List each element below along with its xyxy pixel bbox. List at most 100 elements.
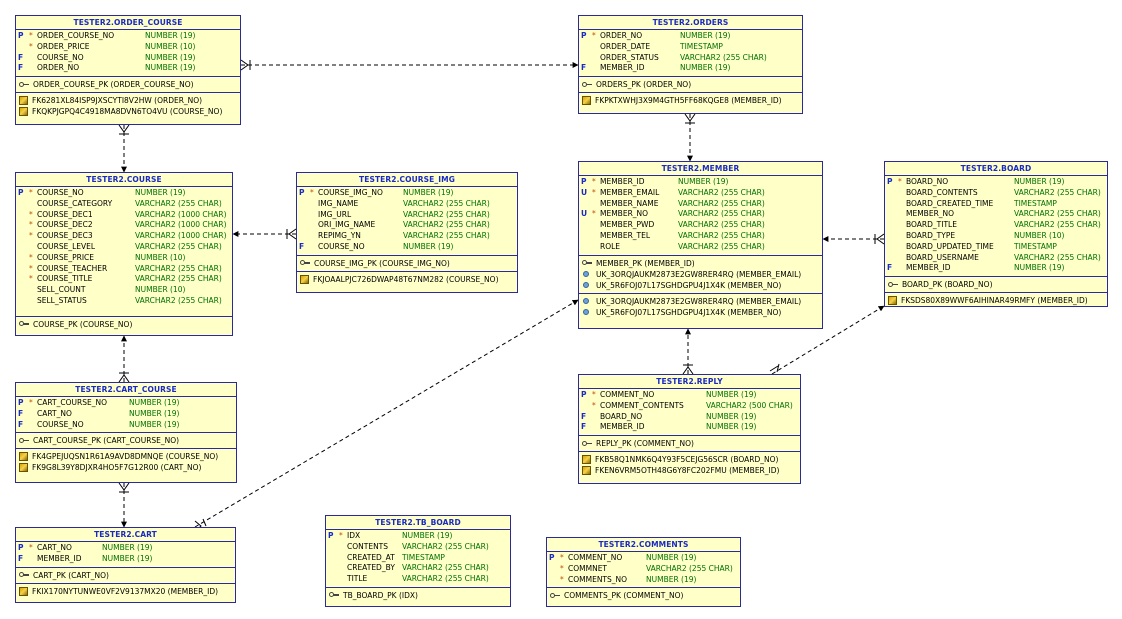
pk-row[interactable]: CART_COURSE_PK (CART_COURSE_NO) xyxy=(16,435,236,446)
pk-section: CART_COURSE_PK (CART_COURSE_NO) xyxy=(16,433,236,448)
column-flag xyxy=(16,220,29,231)
pk-row[interactable]: TB_BOARD_PK (IDX) xyxy=(326,590,510,601)
pk-row[interactable]: COURSE_PK (COURSE_NO) xyxy=(16,319,232,330)
pk-row[interactable]: MEMBER_PK (MEMBER_ID) xyxy=(579,258,822,269)
index-row[interactable]: UK_5R6FOJ07L17SGHDGPU4J1X4K (MEMBER_NO) xyxy=(579,307,822,318)
column-required: * xyxy=(592,209,596,219)
fk-row[interactable]: FKSDS80X89WWF6AIHINAR49RMFY (MEMBER_ID) xyxy=(885,295,1107,306)
pk-row[interactable]: CART_PK (CART_NO) xyxy=(16,570,235,581)
fk-row[interactable]: FK6281XL84ISP9JXSCYTI8V2HW (ORDER_NO) xyxy=(16,95,240,106)
fk-row[interactable]: FK4GPEJUQSN1R61A9AVD8DMNQE (COURSE_NO) xyxy=(16,451,236,462)
fk-row[interactable]: FKEN6VRM5OTH48G6Y8FC202FMU (MEMBER_ID) xyxy=(579,465,800,476)
column-type: VARCHAR2 (255 CHAR) xyxy=(135,274,222,284)
fk-row[interactable]: FKJOAALPJC726DWAP48T67NM282 (COURSE_NO) xyxy=(297,274,517,285)
fk-row[interactable]: FK9G8L39Y8DJXR4HO5F7G12R00 (CART_NO) xyxy=(16,462,236,473)
column-name: CART_COURSE_NO xyxy=(37,398,107,407)
pk-row[interactable]: COURSE_IMG_PK (COURSE_IMG_NO) xyxy=(297,258,517,269)
uk-row[interactable]: UK_5R6FOJ07L17SGHDGPU4J1X4K (MEMBER_NO) xyxy=(579,280,822,291)
uk-row[interactable]: UK_3ORQJAUKM2873E2GW8RER4RQ (MEMBER_EMAI… xyxy=(579,269,822,280)
pk-row[interactable]: COMMENTS_PK (COMMENT_NO) xyxy=(547,590,740,601)
pk-row[interactable]: REPLY_PK (COMMENT_NO) xyxy=(579,438,800,449)
fk-row[interactable]: FKQKPJGPQ4C4918MA8DVN6TO4VU (COURSE_NO) xyxy=(16,106,240,117)
fk-row[interactable]: FKIX170NYTUNWE0VF2V9137MX20 (MEMBER_ID) xyxy=(16,586,235,597)
column-type: VARCHAR2 (1000 CHAR) xyxy=(135,231,227,241)
index-row[interactable]: UK_3ORQJAUKM2873E2GW8RER4RQ (MEMBER_EMAI… xyxy=(579,296,822,307)
pk-row[interactable]: BOARD_PK (BOARD_NO) xyxy=(885,279,1107,290)
pk-row[interactable]: ORDERS_PK (ORDER_NO) xyxy=(579,79,802,90)
fk-row[interactable]: FKB58Q1NMK6Q4Y93F5CEJG56SCR (BOARD_NO) xyxy=(579,454,800,465)
pk-row[interactable]: ORDER_COURSE_PK (ORDER_COURSE_NO) xyxy=(16,79,240,90)
fk-row[interactable]: FKPKTXWHJ3X9M4GTH5FF68KQGE8 (MEMBER_ID) xyxy=(579,95,802,106)
